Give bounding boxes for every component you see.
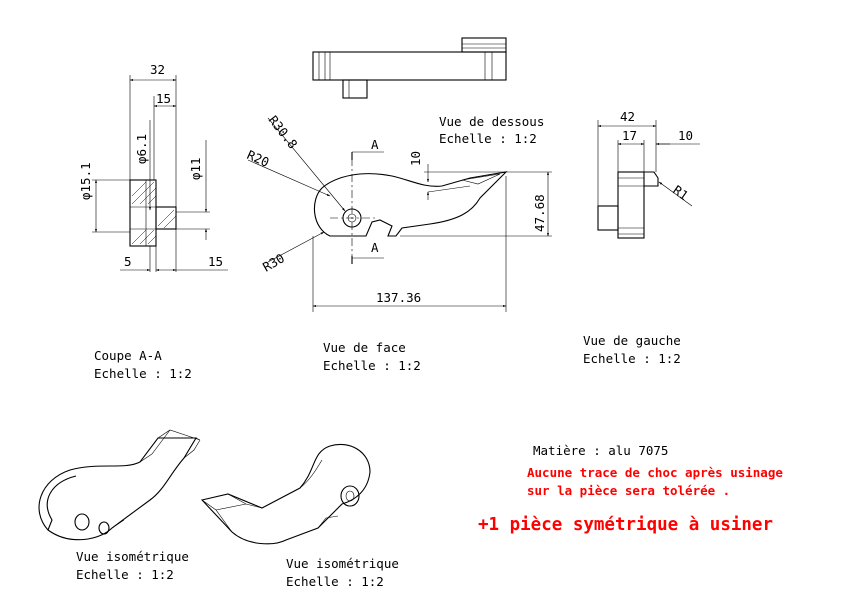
view-iso-1 xyxy=(38,429,201,541)
section-mark-a-top: A xyxy=(371,137,379,152)
dim-gauche-17: 17 xyxy=(622,128,637,143)
dim-coupe-32: 32 xyxy=(150,62,165,77)
label-coupe-title: Coupe A-A xyxy=(94,348,162,363)
label-iso1-title: Vue isométrique xyxy=(76,549,189,564)
dim-face-r20: R20 xyxy=(245,147,272,170)
note-warning-line1: Aucune trace de choc après usinage xyxy=(527,465,783,480)
view-dessous xyxy=(312,37,507,99)
dim-coupe-5: 5 xyxy=(124,254,132,269)
label-dessous-title: Vue de dessous xyxy=(439,114,544,129)
dim-face-13736: 137.36 xyxy=(376,290,421,305)
view-labels: Coupe A-A Echelle : 1:2 Vue de face Eche… xyxy=(76,114,681,589)
dim-gauche-10: 10 xyxy=(678,128,693,143)
dim-coupe-15-bottom: 15 xyxy=(208,254,223,269)
view-coupe-aa xyxy=(92,75,228,272)
label-gauche-title: Vue de gauche xyxy=(583,333,681,348)
label-iso2-scale: Echelle : 1:2 xyxy=(286,574,384,589)
dim-coupe-phi61: φ6.1 xyxy=(134,134,149,164)
view-face xyxy=(247,117,552,312)
dim-coupe-phi11: φ11 xyxy=(188,157,203,180)
note-warning-line2: sur la pièce sera tolérée . xyxy=(527,483,730,498)
dim-face-4768: 47.68 xyxy=(532,194,547,232)
section-mark-a-bottom: A xyxy=(371,240,379,255)
section-hatching xyxy=(131,181,177,245)
dim-gauche-r1: R1 xyxy=(670,182,691,203)
label-iso2-title: Vue isométrique xyxy=(286,556,399,571)
label-face-title: Vue de face xyxy=(323,340,406,355)
notes-block: Matière : alu 7075 Aucune trace de choc … xyxy=(478,443,783,535)
label-gauche-scale: Echelle : 1:2 xyxy=(583,351,681,366)
label-coupe-scale: Echelle : 1:2 xyxy=(94,366,192,381)
label-face-scale: Echelle : 1:2 xyxy=(323,358,421,373)
dim-coupe-phi151: φ15.1 xyxy=(78,162,93,200)
dim-face-10: 10 xyxy=(408,151,423,166)
label-iso1-scale: Echelle : 1:2 xyxy=(76,567,174,582)
note-symmetric-part: +1 pièce symétrique à usiner xyxy=(478,515,773,535)
view-gauche xyxy=(597,120,700,239)
dim-gauche-42: 42 xyxy=(620,109,635,124)
view-iso-2 xyxy=(200,444,371,545)
dim-face-r308: R30.8 xyxy=(266,113,301,152)
note-material: Matière : alu 7075 xyxy=(533,443,668,458)
label-dessous-scale: Echelle : 1:2 xyxy=(439,131,537,146)
dim-coupe-15-top: 15 xyxy=(156,91,171,106)
